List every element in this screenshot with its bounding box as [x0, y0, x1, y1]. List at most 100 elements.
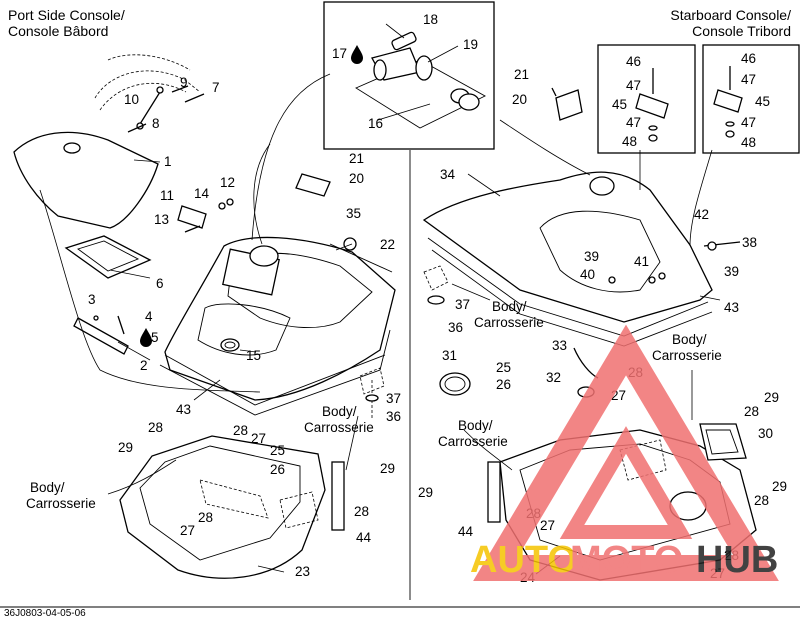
callout-33: 33: [552, 338, 567, 353]
callout-21a: 21: [349, 151, 364, 166]
callout-27d: 27: [540, 518, 555, 533]
port-hardware: [13, 54, 357, 355]
callout-29a: 29: [118, 440, 133, 455]
port-header-line2: Console Bâbord: [8, 23, 108, 39]
callout-39a: 39: [584, 249, 599, 264]
body-label-5-line1: Body/: [458, 418, 493, 433]
body-label-3-line1: Body/: [492, 299, 527, 314]
callout-45a: 45: [612, 97, 627, 112]
callout-28b: 28: [233, 423, 248, 438]
body-label-4-line2: Carrosserie: [652, 348, 722, 363]
callout-47c: 47: [741, 72, 756, 87]
callout-29b: 29: [380, 461, 395, 476]
callout-46a: 46: [626, 54, 641, 69]
callout-27b: 27: [180, 523, 195, 538]
callout-25b: 25: [496, 360, 511, 375]
callout-11: 11: [160, 188, 174, 203]
callout-45b: 45: [755, 94, 770, 109]
starboard-header-line2: Console Tribord: [692, 23, 791, 39]
callout-7: 7: [212, 80, 220, 95]
callout-8: 8: [152, 116, 160, 131]
callout-12: 12: [220, 175, 235, 190]
callout-36a: 36: [386, 409, 401, 424]
callout-13: 13: [154, 212, 169, 227]
callout-14: 14: [194, 186, 210, 201]
callout-5: 5: [151, 330, 159, 345]
callout-28d: 28: [198, 510, 213, 525]
callout-26b: 26: [496, 377, 511, 392]
leader-lines: [39, 73, 721, 575]
callout-6: 6: [156, 276, 164, 291]
callout-23: 23: [295, 564, 310, 579]
callout-40: 40: [580, 267, 595, 282]
starboard-console: [422, 171, 741, 347]
callout-1: 1: [164, 154, 172, 169]
callout-41: 41: [634, 254, 649, 269]
callout-29c: 29: [764, 390, 779, 405]
port-console: [159, 236, 396, 416]
callout-47a: 47: [626, 78, 641, 93]
callout-16: 16: [368, 116, 383, 131]
callout-47b: 47: [626, 115, 641, 130]
callout-17: 17: [332, 46, 347, 61]
port-header-line1: Port Side Console/: [8, 7, 125, 23]
body-label-1-line2: Carrosserie: [26, 496, 96, 511]
callout-28f: 28: [744, 404, 759, 419]
callout-20a: 20: [349, 171, 364, 186]
callout-2: 2: [140, 358, 148, 373]
watermark-auto: AUTO: [470, 539, 577, 581]
callout-28c: 28: [354, 504, 369, 519]
starboard-header-line1: Starboard Console/: [670, 7, 791, 23]
callout-39b: 39: [724, 264, 739, 279]
callout-44a: 44: [356, 530, 372, 545]
callout-21b: 21: [514, 67, 529, 82]
callout-34: 34: [440, 167, 456, 182]
callout-3: 3: [88, 292, 96, 307]
callout-25a: 25: [270, 443, 285, 458]
starboard-hardware: [551, 66, 743, 142]
callout-35: 35: [346, 206, 361, 221]
body-label-4-line1: Body/: [672, 332, 707, 347]
callout-37a: 37: [386, 391, 401, 406]
callout-29e: 29: [418, 485, 433, 500]
lubricant-icon-5: [140, 328, 152, 347]
callout-46b: 46: [741, 51, 756, 66]
callout-36b: 36: [448, 320, 463, 335]
callout-15: 15: [246, 348, 261, 363]
body-label-2-line1: Body/: [322, 404, 357, 419]
body-label-5-line2: Carrosserie: [438, 434, 508, 449]
callout-20b: 20: [512, 92, 527, 107]
vent-assembly: [355, 23, 486, 129]
callout-38: 38: [742, 235, 757, 250]
body-label-3-line2: Carrosserie: [474, 315, 544, 330]
callout-43b: 43: [724, 300, 739, 315]
callout-10: 10: [124, 92, 139, 107]
callout-18: 18: [423, 12, 438, 27]
callout-48a: 48: [622, 134, 637, 149]
callout-47d: 47: [741, 115, 756, 130]
callout-48b: 48: [741, 135, 756, 150]
callout-43a: 43: [176, 402, 191, 417]
part-1-cover: [13, 131, 159, 229]
body-labels: Body/ Carrosserie Body/ Carrosserie Body…: [26, 299, 722, 511]
footer-code: 36J0803-04-05-06: [4, 608, 86, 618]
callout-27a: 27: [251, 431, 266, 446]
callout-19: 19: [463, 37, 478, 52]
watermark-logo: AUTO MOTO HUB: [470, 324, 779, 581]
callout-22: 22: [380, 237, 395, 252]
watermark-hub: HUB: [696, 539, 778, 581]
callout-4: 4: [145, 309, 153, 324]
callout-26a: 26: [270, 462, 285, 477]
callouts: 18 17 19 16 9 7 10 8 1 11 14 12 13 21 20…: [88, 12, 787, 585]
body-label-2-line2: Carrosserie: [304, 420, 374, 435]
inset-box-top: [323, 1, 495, 150]
callout-29d: 29: [772, 479, 787, 494]
body-label-1-line1: Body/: [30, 480, 65, 495]
port-body-section: [119, 367, 385, 579]
callout-28g: 28: [754, 493, 769, 508]
callout-9: 9: [180, 75, 188, 90]
callout-31: 31: [442, 348, 457, 363]
watermark-moto: MOTO: [570, 539, 683, 581]
callout-30: 30: [758, 426, 773, 441]
